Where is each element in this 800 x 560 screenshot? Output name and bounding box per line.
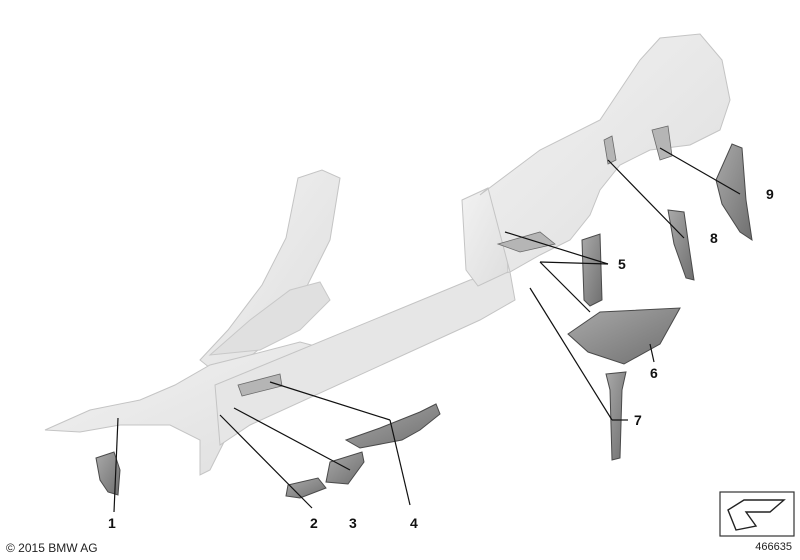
- side-frame-body: [44, 33, 731, 476]
- orientation-arrow-icon: [727, 499, 786, 531]
- part-8-pillar-trim: [667, 209, 695, 281]
- body-mount-details: [237, 125, 673, 397]
- callout-2: 2: [310, 515, 318, 531]
- callout-4: 4: [410, 515, 418, 531]
- callout-1: 1: [108, 515, 116, 531]
- rear-quarter-panel: [479, 33, 731, 273]
- copyright-text: © 2015 BMW AG: [6, 541, 98, 555]
- part-6-floor-tray: [567, 307, 681, 365]
- part-7-spacer-post: [605, 371, 627, 461]
- part-2-trim-bracket: [285, 477, 327, 499]
- callout-8: 8: [710, 230, 718, 246]
- part-1-trim-bracket: [95, 451, 121, 496]
- callout-9: 9: [766, 186, 774, 202]
- part-5-retaining-strip: [581, 233, 603, 307]
- part-9-pillar-trim: [715, 143, 753, 242]
- callouts: 1 2 3 4 5 6 7 8 9: [108, 186, 774, 531]
- callout-6: 6: [650, 365, 658, 381]
- cowl-area: [208, 281, 331, 356]
- leader-lines: [113, 147, 741, 513]
- callout-7: 7: [634, 412, 642, 428]
- callout-5: 5: [618, 256, 626, 272]
- callout-3: 3: [349, 515, 357, 531]
- diagram-number: 466635: [755, 541, 792, 553]
- part-4-sill-trim-support: [344, 403, 441, 449]
- orientation-pictogram: [719, 491, 795, 537]
